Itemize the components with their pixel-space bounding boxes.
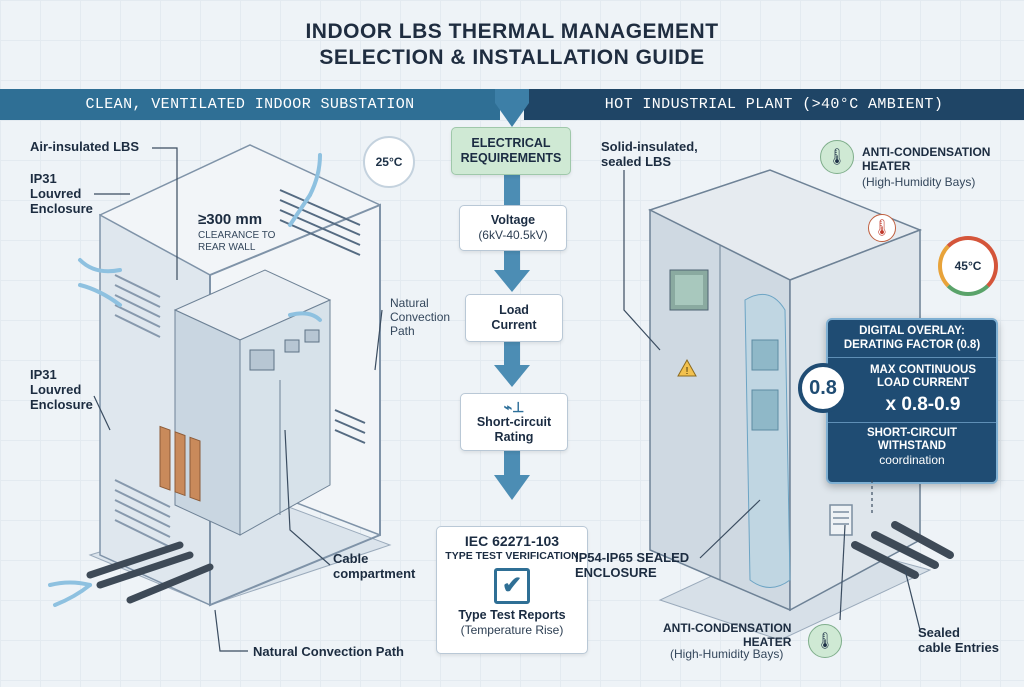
natural-convection-right-label: Natural Convection Path — [390, 296, 451, 338]
sealed-enclosure-label: IP54-IP65 SEALED ENCLOSURE — [575, 550, 690, 580]
left-cabinet-drawing — [48, 144, 392, 607]
heater-top-label: ANTI-CONDENSATION HEATER — [862, 145, 991, 173]
thermometer-red-icon: 🌡 — [868, 214, 896, 242]
checkbox-icon: ✔ — [494, 568, 530, 605]
factor-range: x 0.8-0.9 — [885, 394, 961, 416]
type-test-reports-sub: (Temperature Rise) — [460, 623, 564, 638]
type-test-reports: Type Test Reports — [458, 608, 566, 623]
thermometer-bottom-icon: 🌡 — [808, 624, 842, 658]
right-temperature-gauge: 45°C — [938, 236, 998, 296]
svg-text:!: ! — [686, 366, 689, 377]
left-gauge-value: 25°C — [375, 155, 403, 169]
withstand-label: SHORT-CIRCUIT WITHSTAND — [828, 422, 996, 453]
circuit-symbol-icon: ⌁⊥ — [503, 398, 525, 415]
iec-sub: TYPE TEST VERIFICATION — [445, 549, 579, 562]
louvred-enclosure-top-label: IP31 Louvred Enclosure — [30, 171, 93, 216]
voltage-label: Voltage — [490, 213, 536, 228]
heater-bottom-label: ANTI-CONDENSATION HEATER — [663, 621, 792, 649]
coordination-label: coordination — [879, 453, 945, 468]
clearance-value: ≥300 mm — [198, 211, 263, 228]
heater-bottom-sub: (High-Humidity Bays) — [670, 647, 784, 661]
overlay-title: DIGITAL OVERLAY: DERATING FACTOR (0.8) — [828, 320, 996, 358]
solid-insulated-label: Solid-insulated, sealed LBS — [601, 139, 698, 169]
max-current-label: MAX CONTINUOUS LOAD CURRENT — [869, 363, 977, 389]
title-line1: INDOOR LBS THERMAL MANAGEMENT — [305, 20, 719, 43]
load-current-box: Load Current — [465, 294, 563, 342]
left-banner: CLEAN, VENTILATED INDOOR SUBSTATION — [0, 89, 500, 120]
title-line2: SELECTION & INSTALLATION GUIDE — [319, 46, 705, 69]
natural-convection-bottom-label: Natural Convection Path — [253, 644, 404, 659]
iec-standard: IEC 62271-103 — [464, 533, 560, 549]
derating-factor-badge: 0.8 — [798, 363, 848, 413]
short-circuit-label: Short-circuit Rating — [476, 415, 552, 445]
voltage-range: (6kV-40.5kV) — [478, 228, 548, 243]
air-insulated-label: Air-insulated LBS — [30, 139, 140, 154]
short-circuit-box: ⌁⊥ Short-circuit Rating — [460, 393, 568, 451]
left-temperature-gauge: 25°C — [363, 136, 415, 188]
thermometer-icon: 🌡 — [820, 140, 854, 174]
sealed-cable-entries-label: Sealed cable Entries — [918, 625, 999, 655]
louvred-enclosure-bottom-label: IP31 Louvred Enclosure — [30, 367, 93, 412]
voltage-box: Voltage (6kV-40.5kV) — [459, 205, 567, 251]
right-gauge-value: 45°C — [954, 259, 982, 273]
clearance-text: CLEARANCE TO REAR WALL — [198, 230, 276, 253]
cable-compartment-label: Cable compartment — [333, 551, 416, 581]
right-banner: HOT INDUSTRIAL PLANT (>40°C AMBIENT) — [524, 89, 1024, 120]
heater-top-sub: (High-Humidity Bays) — [862, 175, 976, 189]
electrical-requirements-box: ELECTRICAL REQUIREMENTS — [451, 127, 571, 175]
iec-verification-box: IEC 62271-103 TYPE TEST VERIFICATION ✔ T… — [436, 526, 588, 654]
center-arrow-top — [495, 89, 529, 127]
